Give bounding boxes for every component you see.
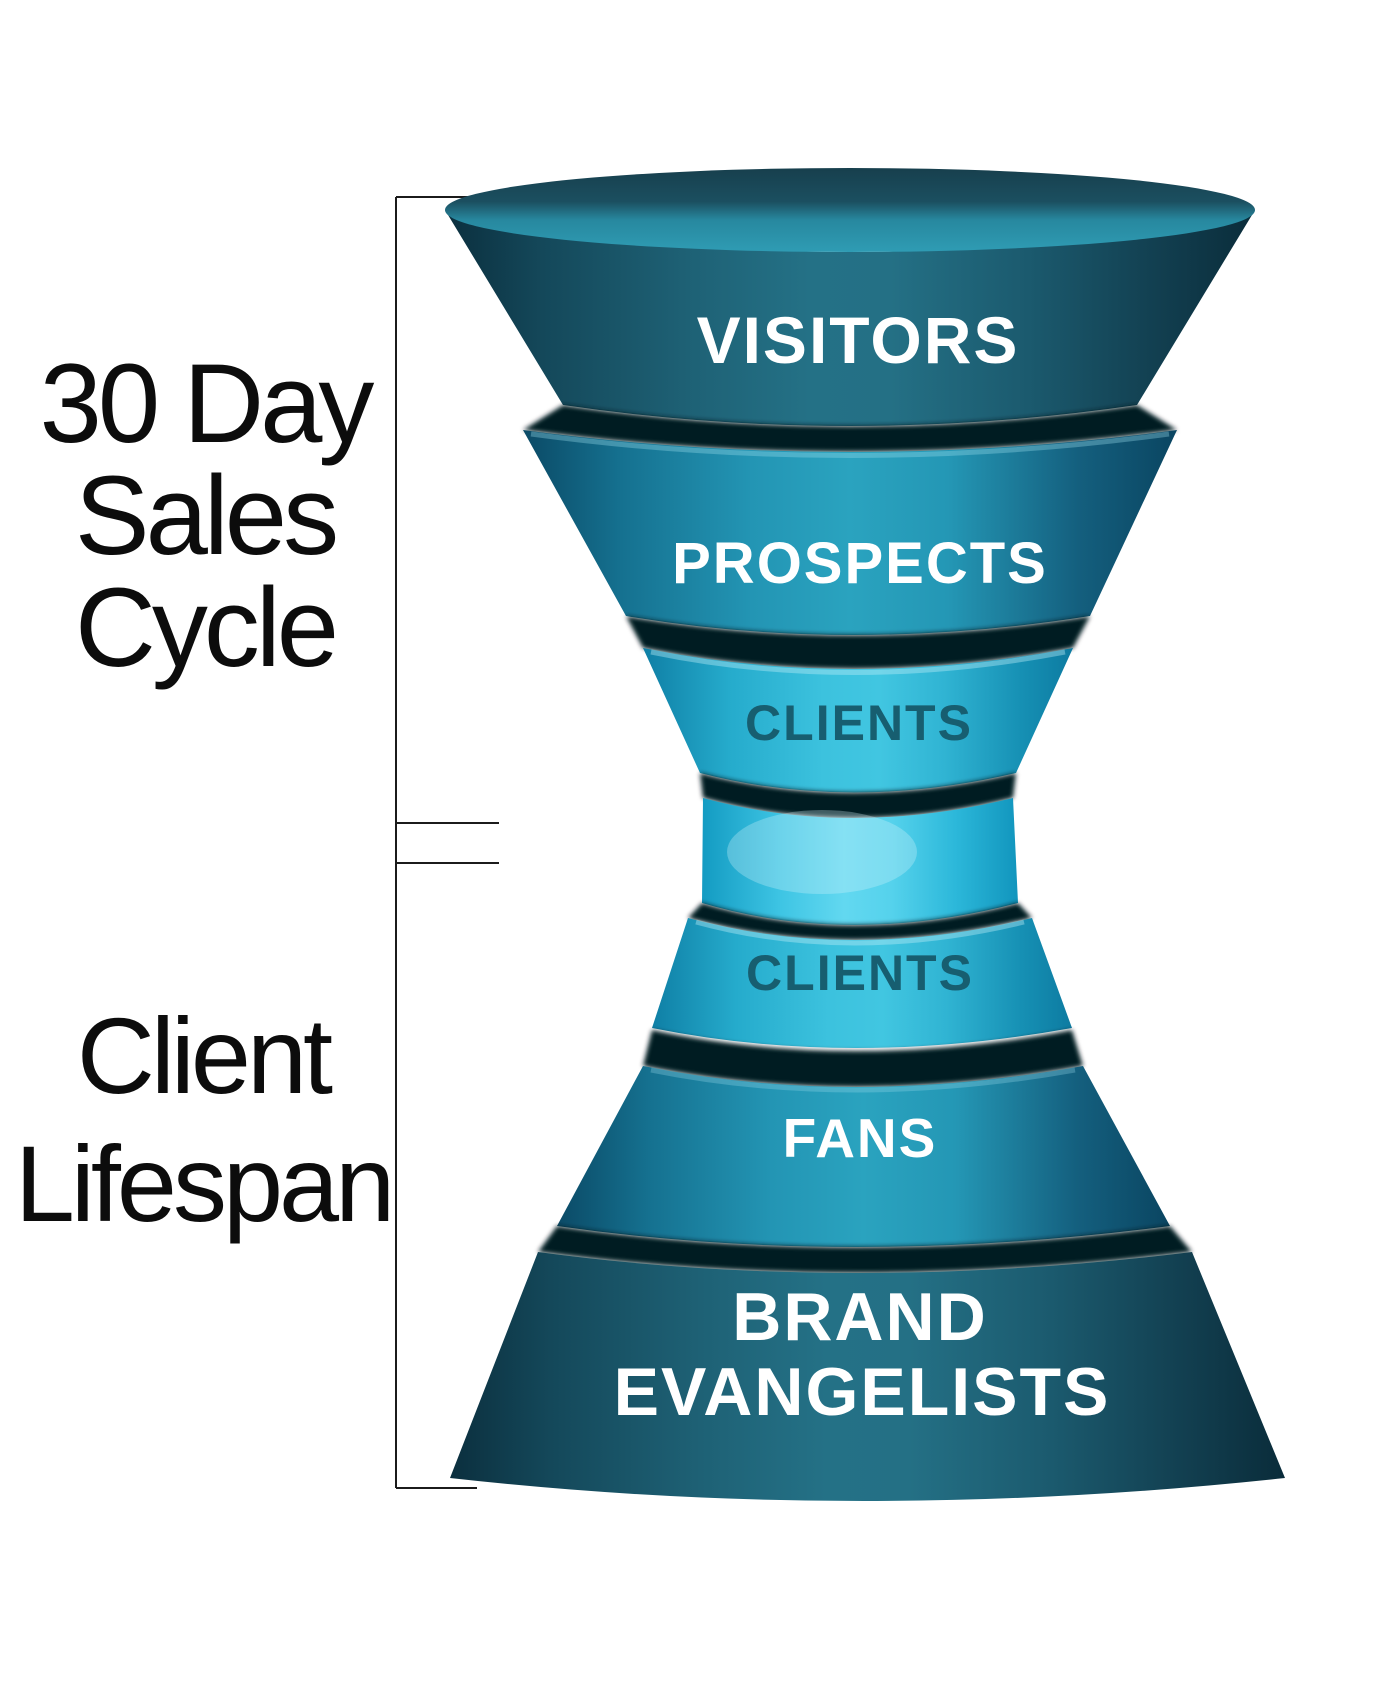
prospects-lip-highlight — [530, 431, 1170, 458]
sales-cycle-label-line: 30 Day — [39, 341, 375, 466]
fans-label: FANS — [783, 1107, 938, 1169]
client-lifespan-label: Client Lifespan — [14, 992, 395, 1248]
brand-evangelists-label-line2: EVANGELISTS — [614, 1354, 1111, 1430]
neck-segment — [702, 798, 1018, 925]
segment-gap — [643, 1030, 1083, 1087]
brand-evangelists-segment — [450, 1252, 1285, 1501]
clients-lower-label: CLIENTS — [746, 945, 974, 1001]
clients-lower-lip-highlight — [695, 919, 1025, 946]
clients-upper-segment — [643, 648, 1073, 793]
fans-segment — [557, 1066, 1170, 1247]
prospects-segment — [523, 430, 1177, 635]
clients-upper-lip-highlight — [650, 649, 1066, 675]
sales-cycle-label-line: Cycle — [74, 565, 339, 690]
sales-cycle-label: 30 Day Sales Cycle — [39, 341, 375, 690]
segment-gap — [700, 773, 1016, 818]
visitors-top-face — [445, 168, 1255, 252]
visitors-label: VISITORS — [697, 303, 1020, 377]
segment-gap — [626, 616, 1090, 669]
segment-gap — [538, 1226, 1192, 1273]
segment-gap — [523, 405, 1177, 452]
sales-cycle-label-line: Sales — [74, 453, 339, 578]
client-lifespan-label-line: Lifespan — [14, 1123, 395, 1244]
client-lifespan-label-line: Client — [76, 995, 333, 1116]
prospects-label: PROSPECTS — [672, 531, 1048, 596]
neck-sheen-highlight — [727, 810, 917, 894]
visitors-segment — [445, 210, 1255, 426]
segment-gap — [688, 903, 1032, 940]
clients-upper-label: CLIENTS — [745, 695, 973, 751]
clients-lower-segment — [652, 918, 1072, 1048]
brand-evangelists-label-line1: BRAND — [732, 1279, 988, 1355]
fans-lip-highlight — [650, 1067, 1076, 1093]
